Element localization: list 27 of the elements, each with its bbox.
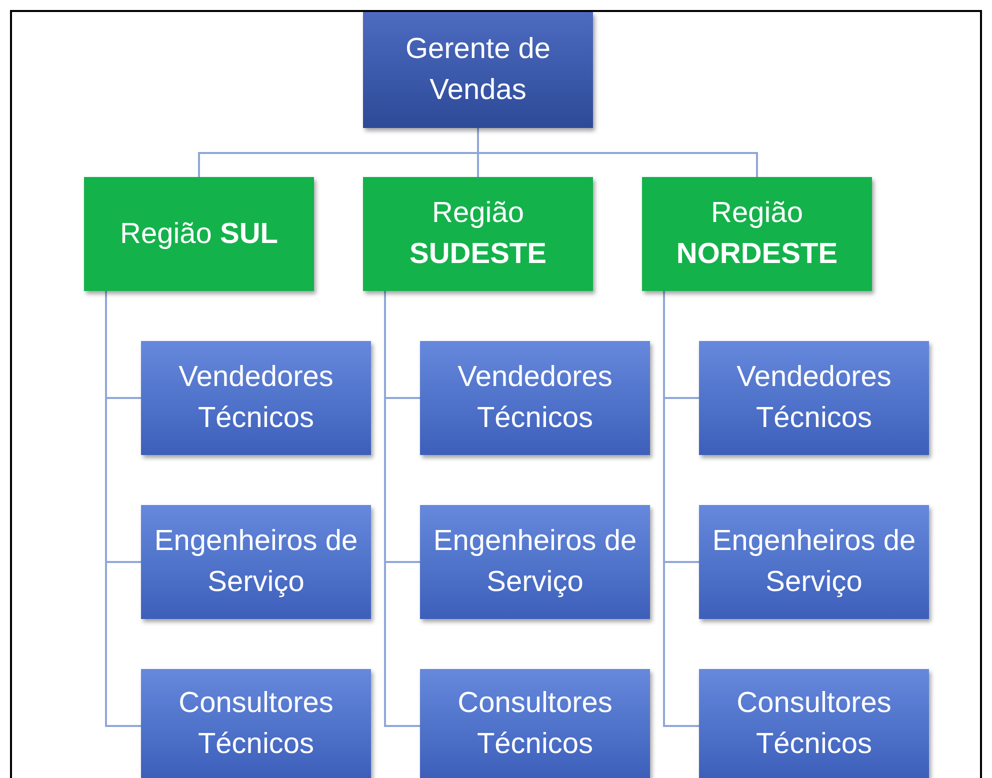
box-label: Vendedores Técnicos <box>178 360 334 436</box>
region-box <box>363 177 593 291</box>
team-box <box>141 505 371 619</box>
team-box <box>699 341 929 455</box>
box-label: Consultores Técnicos <box>456 686 614 762</box>
box-label: Vendedores Técnicos <box>456 360 614 436</box>
box-label: Consultores Técnicos <box>178 686 334 762</box>
box-label: Região NORDESTE <box>675 196 839 272</box>
region-box <box>642 177 872 291</box>
box-label: Gerente de Vendas <box>404 32 552 108</box>
region-box <box>84 177 314 291</box>
manager-box <box>363 12 593 128</box>
box-label: Região SUDESTE <box>408 196 548 272</box>
team-box <box>420 669 650 778</box>
team-box <box>420 505 650 619</box>
box-label: Consultores Técnicos <box>736 686 892 762</box>
team-box <box>699 669 929 778</box>
team-box <box>141 669 371 778</box>
team-box <box>141 341 371 455</box>
box-label: Engenheiros de Serviço <box>153 524 359 600</box>
connector-line <box>477 128 758 177</box>
box-label: Engenheiros de Serviço <box>432 524 638 600</box>
team-box <box>699 505 929 619</box>
box-label: Região SUL <box>120 216 278 252</box>
box-label: Vendedores Técnicos <box>736 360 892 436</box>
box-label: Engenheiros de Serviço <box>711 524 917 600</box>
team-box <box>420 341 650 455</box>
